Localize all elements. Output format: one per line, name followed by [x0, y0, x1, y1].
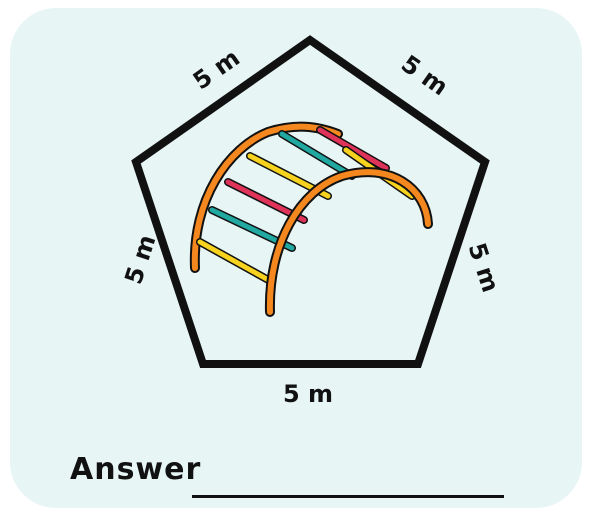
side-label-bottom: 5 m — [283, 380, 333, 408]
climbing-arch-illustration — [189, 121, 433, 317]
side-label-right: 5 m — [463, 239, 505, 295]
side-label-top-right: 5 m — [396, 50, 453, 102]
side-label-left: 5 m — [119, 231, 161, 287]
answer-input-line[interactable] — [192, 495, 504, 498]
answer-label: Answer — [70, 452, 202, 487]
worksheet-card — [10, 8, 582, 508]
pentagon-shape — [131, 35, 490, 368]
